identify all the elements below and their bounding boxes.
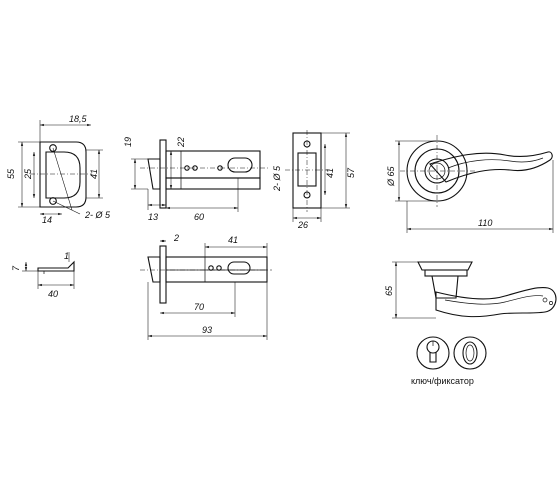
dim-strike-height: 55	[6, 168, 16, 179]
dim-handle-projection: 65	[384, 285, 394, 296]
dim-rosette-dia: Ø 65	[386, 165, 396, 187]
dim-latch-backset: 60	[194, 212, 204, 222]
latch-extended-view: 2 41 70 93	[140, 233, 272, 340]
latch-side-view: 19 22 13 60	[123, 137, 268, 222]
dim-faceplate-holes: 41	[325, 168, 335, 178]
handle-side-view: 65	[384, 261, 557, 319]
dim-strike-hole-dia: 2- Ø 5	[84, 210, 111, 220]
dim-faceplate-thickness: 2	[173, 233, 179, 243]
dim-latch-tail: 41	[228, 235, 238, 245]
dim-faceplate-width: 26	[297, 220, 308, 230]
dim-handle-length: 110	[478, 218, 492, 228]
dim-faceplate-hole-dia: 2- Ø 5	[272, 165, 282, 192]
dim-strike-length: 40	[48, 289, 58, 299]
dim-latch-faceplate: 13	[148, 212, 158, 222]
dim-latch-overall: 93	[202, 325, 212, 335]
dim-latch-body-height: 22	[176, 137, 186, 148]
dim-strike-offset: 14	[42, 215, 52, 225]
thumb-turn-icon	[453, 336, 487, 370]
dim-strike-width: 18,5	[69, 114, 88, 124]
latch-faceplate-front: 2- Ø 5 41 57 26	[272, 130, 356, 230]
key-cylinder-icon	[416, 336, 450, 370]
dim-latch-bolt-height: 19	[123, 137, 133, 147]
dim-strike-depth: 7	[11, 265, 21, 271]
strike-plate-front: 18,5 55 25 41 14 2- Ø 5	[6, 114, 111, 225]
dim-latch-backset-70: 70	[194, 302, 204, 312]
strike-plate-side: 7 1 40	[11, 251, 75, 299]
dim-strike-opening: 25	[23, 168, 33, 180]
dim-strike-holes: 41	[89, 169, 99, 179]
dim-faceplate-height: 57	[346, 167, 356, 178]
lock-function-caption: ключ/фиксатор	[411, 376, 474, 386]
dim-strike-lip: 1	[64, 251, 69, 261]
handle-front-view: Ø 65 110	[386, 135, 554, 233]
